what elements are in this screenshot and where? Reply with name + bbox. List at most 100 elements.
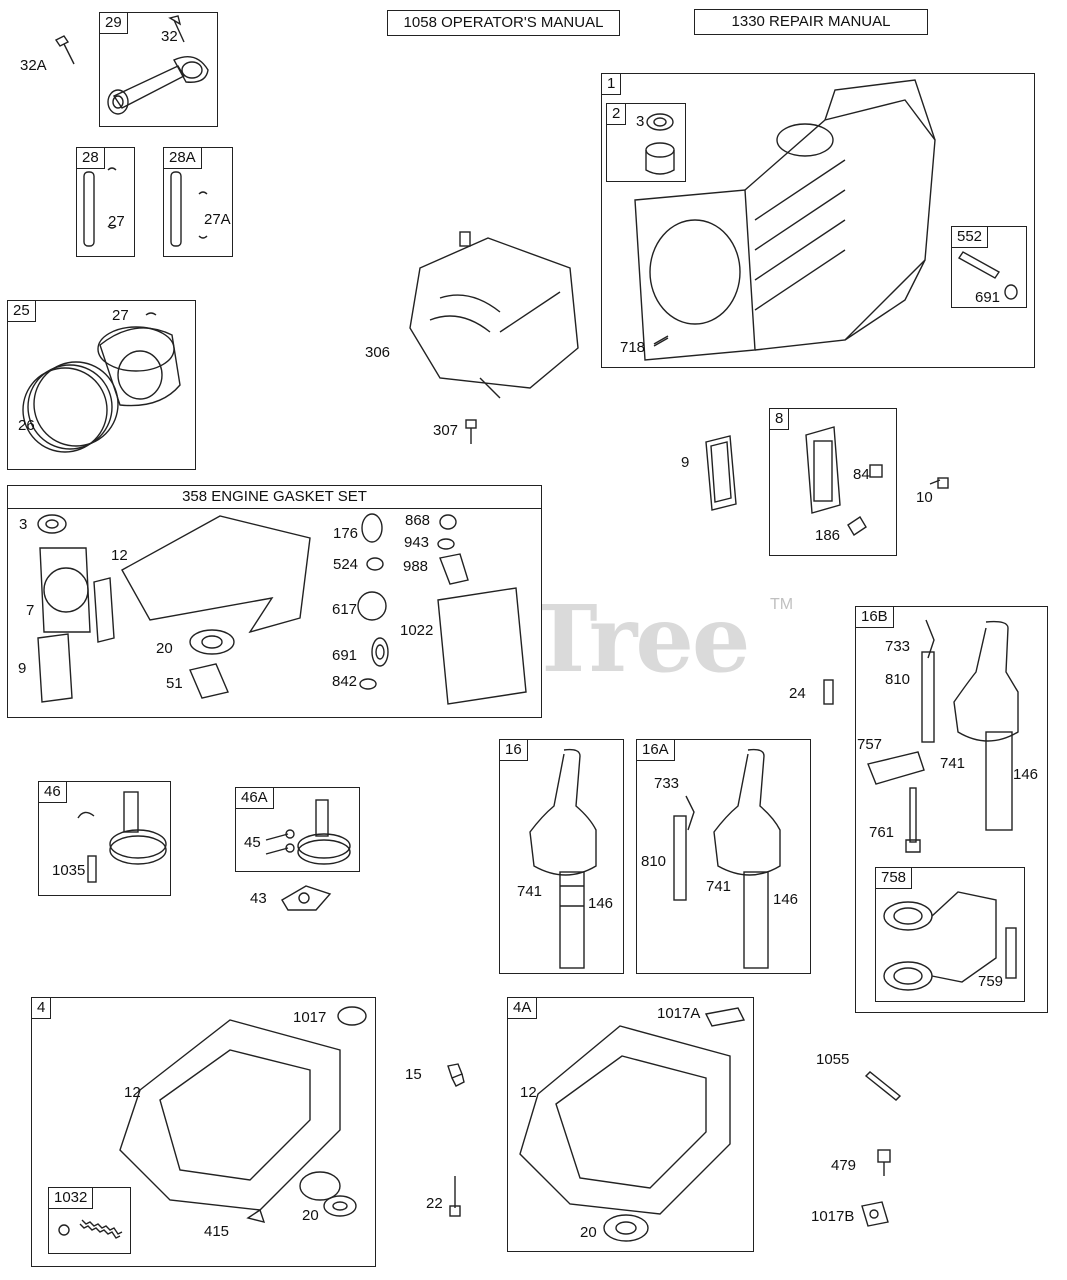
group-box-28A[interactable]: 28A [163,147,233,257]
group-tag: 552 [951,226,989,248]
callout-84[interactable]: 84 [853,466,870,483]
group-box-46A[interactable]: 46A [235,787,360,872]
callout-1017[interactable]: 1017 [293,1009,327,1026]
callout-24[interactable]: 24 [789,685,806,702]
callout-20[interactable]: 20 [580,1224,597,1241]
callout-757[interactable]: 757 [857,736,883,753]
crankshaft-16A-drawing [673,748,781,969]
gasket-set-drawing [37,513,527,705]
gasket-callout-988[interactable]: 988 [403,558,429,575]
callout-741[interactable]: 741 [940,755,966,772]
gasket-callout-3[interactable]: 3 [19,516,28,533]
callout-146[interactable]: 146 [588,895,614,912]
callout-27[interactable]: 27 [108,213,125,230]
pin-718-drawing [653,335,669,347]
group-tag: 2 [606,103,627,125]
callout-146[interactable]: 146 [1013,766,1039,783]
crankshaft-16B-drawing [867,619,1019,853]
callout-3[interactable]: 3 [636,113,645,130]
group-tag: 4 [31,997,52,1019]
group-tag: 28A [163,147,202,169]
camshaft-46A-drawing [265,799,351,865]
gasket-set-title: 358 ENGINE GASKET SET [8,486,541,509]
gasket-callout-1022[interactable]: 1022 [400,622,434,639]
gasket-callout-7[interactable]: 7 [26,602,35,619]
gasket-callout-176[interactable]: 176 [333,525,359,542]
group-box-16A[interactable]: 16A [636,739,811,974]
gasket-callout-51[interactable]: 51 [166,675,183,692]
group-tag: 1 [601,73,622,95]
screw-307-drawing [465,419,477,444]
callout-1035[interactable]: 1035 [52,862,86,879]
group-tag: 1032 [48,1187,94,1209]
gasket-callout-524[interactable]: 524 [333,556,359,573]
spring-1032-drawing [58,1219,123,1239]
callout-733[interactable]: 733 [654,775,680,792]
bolt-10-drawing [929,477,949,489]
callout-45[interactable]: 45 [244,834,261,851]
callout-691[interactable]: 691 [975,289,1001,306]
group-box-28[interactable]: 28 [76,147,135,257]
governor-43-drawing [281,885,332,911]
group-tag: 46A [235,787,274,809]
engine-gasket-set-box[interactable]: 358 ENGINE GASKET SET [7,485,542,718]
callout-27[interactable]: 27 [112,307,129,324]
callout-761[interactable]: 761 [869,824,895,841]
callout-12[interactable]: 12 [520,1084,537,1101]
callout-1055[interactable]: 1055 [816,1051,850,1068]
callout-415[interactable]: 415 [204,1223,230,1240]
callout-1017B[interactable]: 1017B [811,1208,855,1225]
gasket-callout-691[interactable]: 691 [332,647,358,664]
crankshaft-16-drawing [529,748,597,969]
callout-759[interactable]: 759 [978,973,1004,990]
callout-306[interactable]: 306 [365,344,391,361]
gasket-callout-617[interactable]: 617 [332,601,358,618]
callout-32A[interactable]: 32A [20,57,47,74]
callout-810[interactable]: 810 [885,671,911,688]
callout-32[interactable]: 32 [161,28,178,45]
breather-gasket-9-drawing [705,435,737,511]
repair-manual-link[interactable]: 1330 REPAIR MANUAL [694,9,928,35]
gasket-callout-9[interactable]: 9 [18,660,27,677]
callout-27A[interactable]: 27A [204,211,231,228]
callout-741[interactable]: 741 [706,878,732,895]
bolt-22-drawing [449,1176,461,1217]
counterweight-758-drawing [883,891,1017,991]
piston-rings-drawing [22,312,181,453]
callout-43[interactable]: 43 [250,890,267,907]
callout-479[interactable]: 479 [831,1157,857,1174]
callout-20[interactable]: 20 [302,1207,319,1224]
group-box-1032[interactable]: 1032 [48,1187,131,1254]
gasket-callout-943[interactable]: 943 [404,534,430,551]
group-box-4A[interactable]: 4A [507,997,754,1252]
callout-146[interactable]: 146 [773,891,799,908]
trademark-mark: TM [770,596,794,613]
callout-12[interactable]: 12 [124,1084,141,1101]
callout-733[interactable]: 733 [885,638,911,655]
callout-15[interactable]: 15 [405,1066,422,1083]
group-box-8[interactable]: 8 [769,408,897,556]
callout-741[interactable]: 741 [517,883,543,900]
group-tag: 16 [499,739,528,761]
callout-718[interactable]: 718 [620,339,646,356]
callout-26[interactable]: 26 [18,417,35,434]
camshaft-46-drawing [77,791,167,883]
group-box-16[interactable]: 16 [499,739,624,974]
callout-307[interactable]: 307 [433,422,459,439]
callout-9[interactable]: 9 [681,454,690,471]
callout-10[interactable]: 10 [916,489,933,506]
gasket-callout-20[interactable]: 20 [156,640,173,657]
gasket-callout-868[interactable]: 868 [405,512,431,529]
callout-810[interactable]: 810 [641,853,667,870]
group-box-46[interactable]: 46 [38,781,171,896]
operators-manual-link[interactable]: 1058 OPERATOR'S MANUAL [387,10,620,36]
callout-22[interactable]: 22 [426,1195,443,1212]
callout-186[interactable]: 186 [815,527,841,544]
gasket-callout-842[interactable]: 842 [332,673,358,690]
bearing-2-drawing [645,113,675,175]
gasket-callout-12[interactable]: 12 [111,547,128,564]
dowel-552-drawing [957,251,1018,300]
group-tag: 46 [38,781,67,803]
dowel-1055-drawing [864,1071,902,1101]
callout-1017A[interactable]: 1017A [657,1005,701,1022]
